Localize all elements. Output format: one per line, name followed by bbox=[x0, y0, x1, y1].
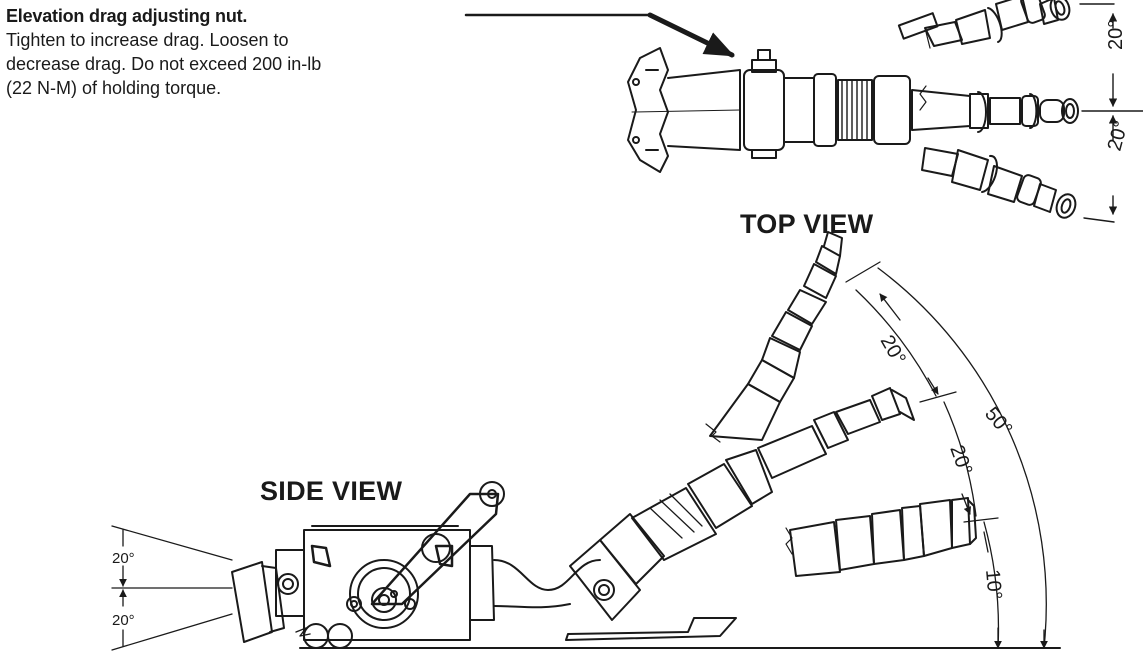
note-line-3: (22 N-M) of holding torque. bbox=[6, 78, 222, 98]
inlet-angle-lower: 20° bbox=[112, 612, 135, 629]
leader-arrow bbox=[464, 12, 735, 58]
side-angle-lower: 10° bbox=[981, 569, 1006, 601]
top-angle-upper: 20° bbox=[1105, 20, 1127, 50]
top-view-dimensions bbox=[1079, 3, 1143, 223]
side-angle-middle: 20° bbox=[945, 442, 976, 478]
side-view-dimensions bbox=[111, 261, 1048, 651]
side-view-drawing bbox=[231, 231, 1061, 649]
side-view-title: SIDE VIEW bbox=[260, 476, 403, 506]
drag-nut-note: Elevation drag adjusting nut. Tighten to… bbox=[6, 4, 456, 100]
note-title: Elevation drag adjusting nut. bbox=[6, 6, 248, 26]
top-angle-lower: 20° bbox=[1104, 118, 1133, 153]
note-line-1: Tighten to increase drag. Loosen to bbox=[6, 30, 289, 50]
top-view-drawing bbox=[627, 0, 1079, 219]
top-view-title: TOP VIEW bbox=[740, 209, 874, 239]
inlet-angle-upper: 20° bbox=[112, 550, 135, 567]
note-body: Tighten to increase drag. Loosen to decr… bbox=[6, 28, 456, 100]
side-angle-upper: 20° bbox=[876, 332, 910, 369]
note-line-2: decrease drag. Do not exceed 200 in-lb bbox=[6, 54, 322, 74]
